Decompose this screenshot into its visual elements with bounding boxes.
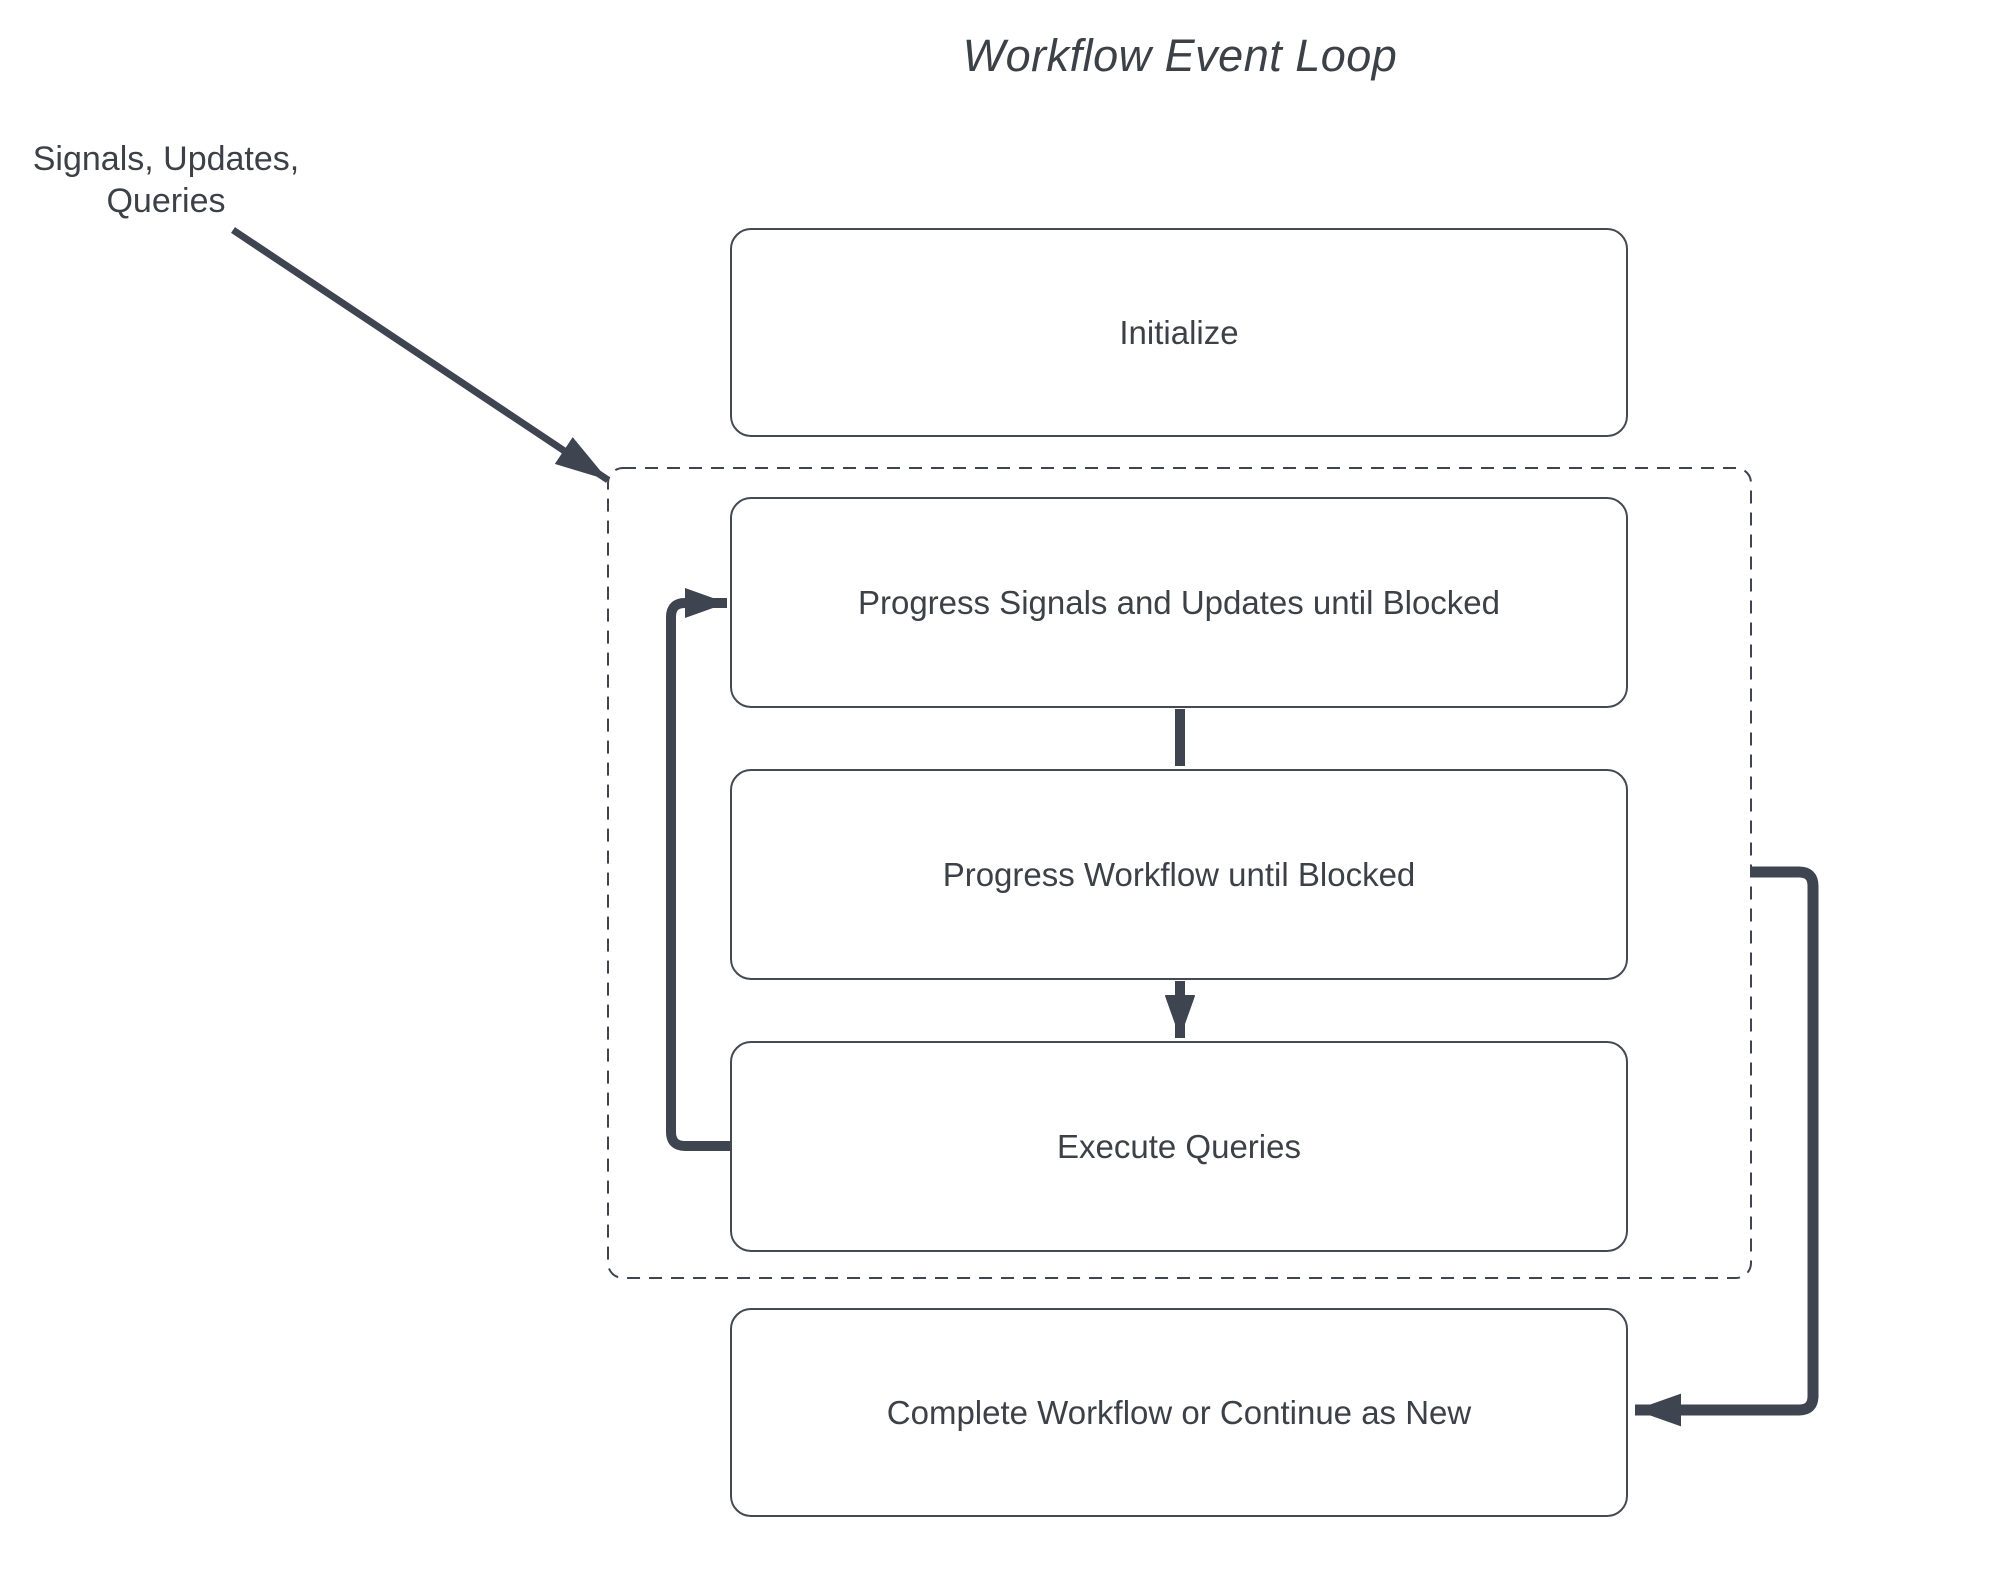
node-execute-queries: Execute Queries	[730, 1041, 1628, 1252]
node-initialize-label: Initialize	[1119, 313, 1239, 351]
node-progress-signals-updates: Progress Signals and Updates until Block…	[730, 497, 1628, 708]
diagram-title: Workflow Event Loop	[962, 30, 1398, 81]
node-progress-workflow-label: Progress Workflow until Blocked	[942, 855, 1416, 893]
node-progress-signals-updates-label: Progress Signals and Updates until Block…	[857, 583, 1501, 621]
external-inputs-label: Signals, Updates, Queries	[16, 138, 316, 222]
node-execute-queries-label: Execute Queries	[1057, 1127, 1301, 1165]
external-inputs-label-line2: Queries	[106, 182, 226, 220]
node-initialize: Initialize	[730, 228, 1628, 437]
arrow-loop-out-right	[1634, 866, 1819, 1427]
external-inputs-label-line1: Signals, Updates,	[32, 140, 300, 178]
arrow-loop-back-left	[666, 588, 730, 1151]
node-complete-workflow: Complete Workflow or Continue as New	[730, 1308, 1628, 1517]
arrow-external-inputs	[231, 227, 610, 483]
node-progress-workflow: Progress Workflow until Blocked	[730, 769, 1628, 980]
node-complete-workflow-label: Complete Workflow or Continue as New	[886, 1393, 1472, 1431]
